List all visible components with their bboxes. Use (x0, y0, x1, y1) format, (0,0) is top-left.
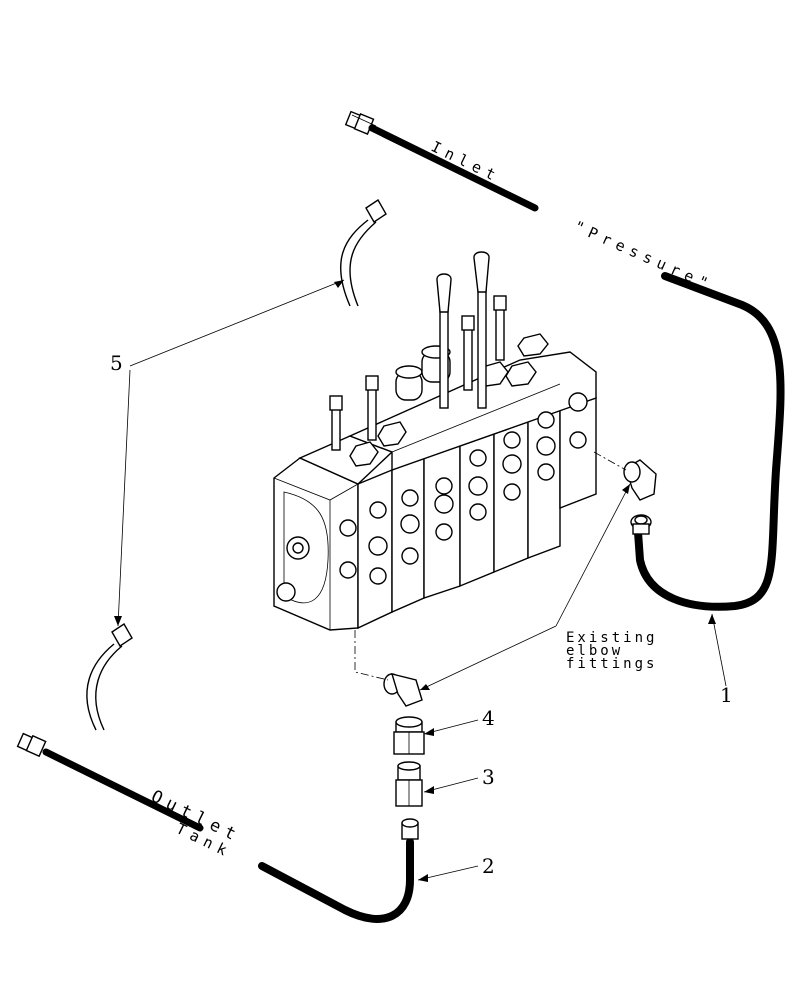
tie-strap-upper (340, 199, 387, 307)
arrow-existing-upper (622, 484, 630, 494)
swivel-nut-item-4 (393, 716, 425, 755)
existing-note-line2: elbow (566, 643, 623, 659)
adapter-item-3 (395, 761, 423, 807)
arrow-3 (424, 786, 434, 794)
arrow-5-upper (334, 280, 344, 288)
leader-existing-upper (555, 483, 631, 627)
arrow-5-lower (114, 616, 122, 626)
arrow-existing-lower (420, 684, 430, 690)
callout-1: 1 (720, 683, 733, 707)
tie-strap-lower (86, 623, 133, 731)
leader-1 (711, 613, 727, 687)
callout-5: 5 (110, 351, 123, 375)
hose-1-end-fitting (630, 514, 652, 535)
existing-note-line1: Existing (566, 630, 657, 646)
tank-hose (258, 838, 414, 923)
arrow-2 (418, 874, 428, 882)
elbow-fitting-upper (623, 459, 657, 501)
outlet-hose-fitting (16, 732, 47, 758)
arrow-4 (424, 728, 434, 736)
control-valve-assembly (273, 251, 597, 631)
existing-note-line3: fittings (566, 656, 657, 672)
elbow-fitting-lower (383, 673, 423, 707)
leader-5-upper (129, 279, 345, 367)
leader-5-lower (117, 369, 131, 627)
callout-3: 3 (482, 765, 495, 789)
callout-4: 4 (482, 706, 495, 730)
leader-existing-lower (419, 625, 557, 691)
outlet-hose-straight (42, 748, 204, 832)
arrow-1 (708, 614, 716, 624)
pressure-label: "Pressure" (571, 217, 716, 295)
hose-2-end-fitting (401, 818, 419, 840)
callout-2: 2 (482, 854, 495, 878)
inlet-hose-straight (368, 124, 539, 212)
pressure-hose (634, 272, 785, 611)
